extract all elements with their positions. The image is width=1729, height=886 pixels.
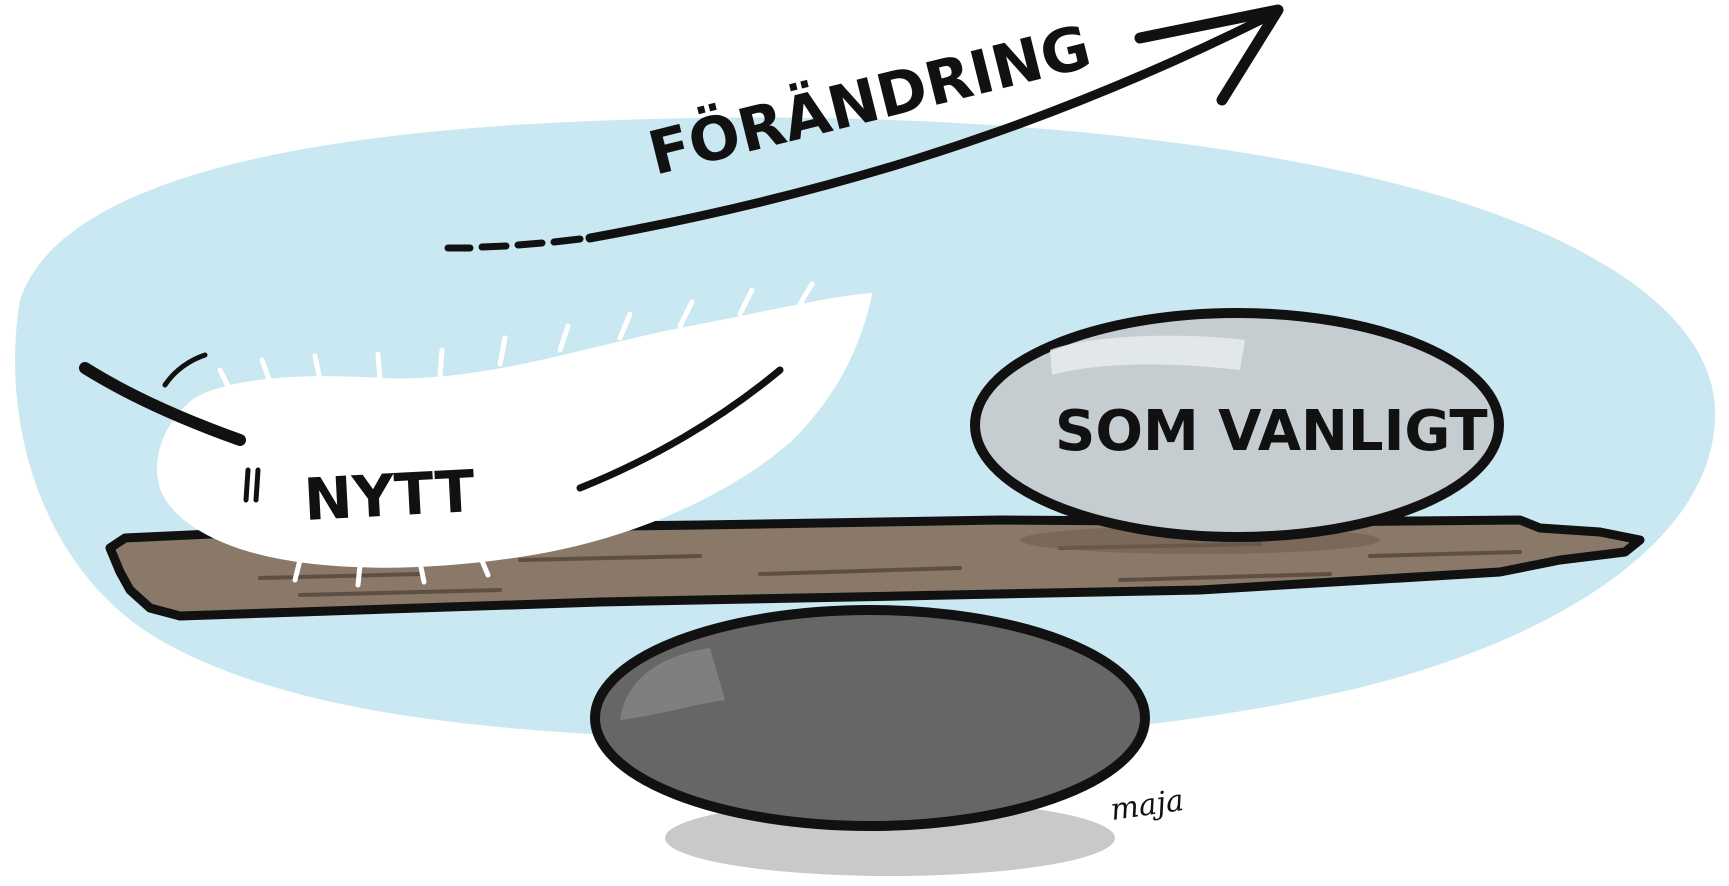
- feather-fringe: [217, 281, 815, 588]
- bottom-stone: [590, 605, 1150, 831]
- feather-shaft: [576, 366, 784, 492]
- feather: [79, 281, 873, 588]
- arrow-dashes: [444, 235, 584, 252]
- arrow-head-icon: [1134, 4, 1284, 106]
- as-usual-label: SOM VANLIGT: [1055, 399, 1488, 464]
- top-stone-highlight: [1050, 335, 1245, 375]
- feather-vane: [157, 292, 873, 568]
- bottom-stone-highlight: [620, 648, 725, 720]
- artist-signature: maja: [1108, 783, 1186, 828]
- top-stone: [970, 308, 1504, 542]
- new-label: NYTT: [302, 457, 477, 534]
- feather-barb-lines: [162, 352, 261, 503]
- feather-quill: [79, 362, 246, 446]
- change-arrow: [585, 13, 1270, 243]
